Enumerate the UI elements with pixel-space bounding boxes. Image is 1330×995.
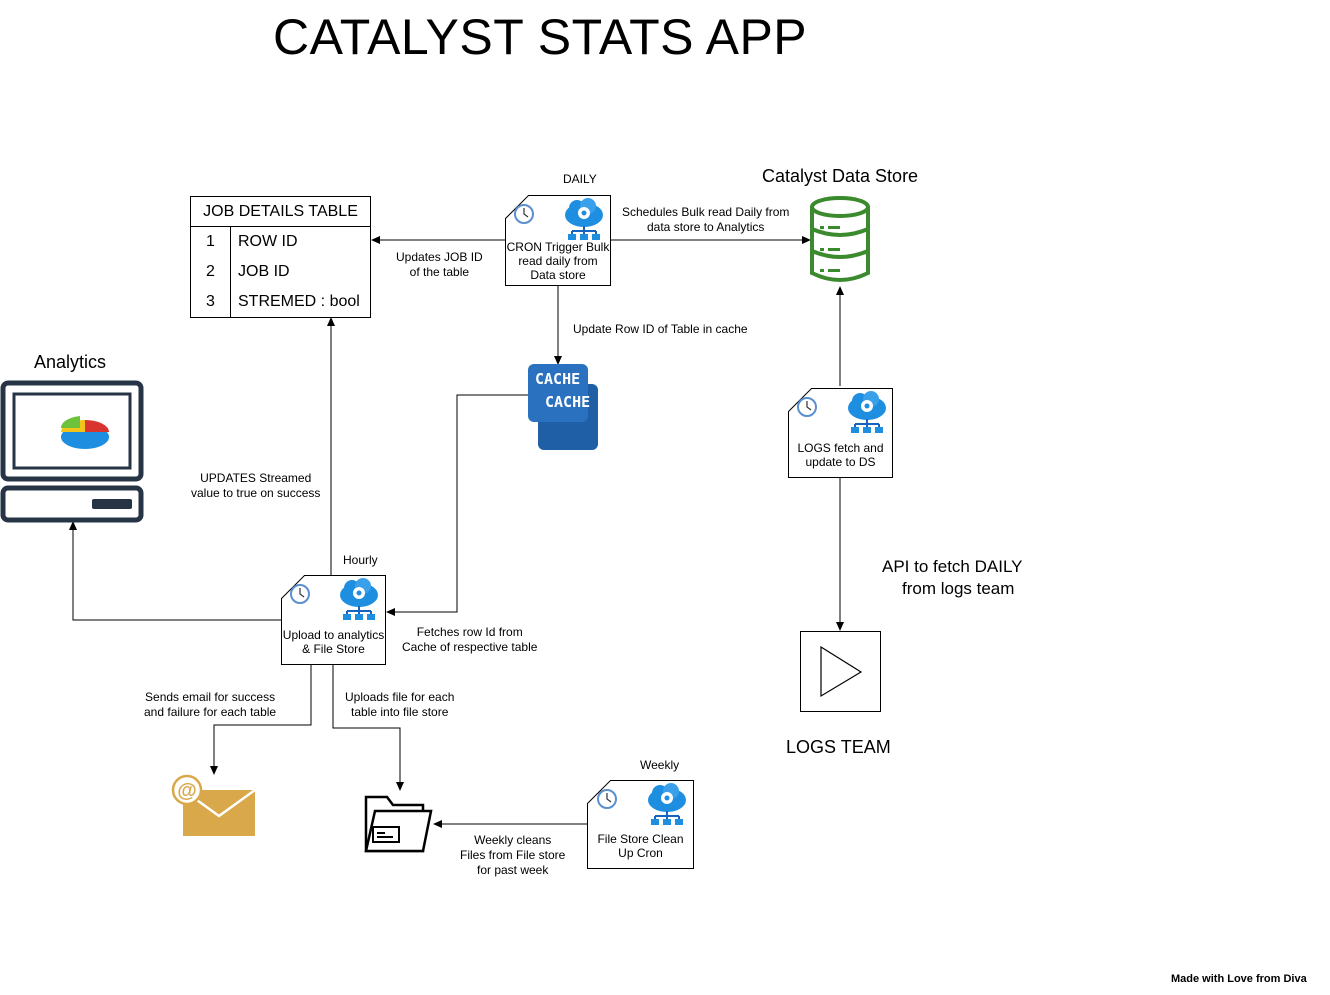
edge-label-weekly-cleans: Weekly cleans Files from File store for … xyxy=(460,833,565,878)
node-label-line: LOGS fetch and xyxy=(797,441,884,455)
clock-icon xyxy=(597,789,617,809)
edge-label-updates-streamed: UPDATES Streamed value to true on succes… xyxy=(191,471,320,501)
upload-tag: Hourly xyxy=(343,553,378,567)
edge-label-schedules-bulk: Schedules Bulk read Daily from data stor… xyxy=(622,205,789,235)
row-field: JOB ID xyxy=(238,263,290,280)
clock-icon xyxy=(290,584,310,604)
api-note: API to fetch DAILY from logs team xyxy=(882,556,1022,600)
node-label-line: & File Store xyxy=(302,642,365,656)
label-line: Sends email for success xyxy=(145,690,276,704)
row-number: 1 xyxy=(191,227,231,257)
node-label-line: CRON Trigger Bulk xyxy=(506,240,610,254)
footer-credit: Made with Love from Diva xyxy=(1171,973,1307,985)
node-label-line: Data store xyxy=(530,268,586,282)
email-icon: @ xyxy=(171,774,256,836)
label-line: Weekly cleans xyxy=(474,833,552,847)
label-line: of the table xyxy=(409,265,470,279)
node-label-line: update to DS xyxy=(805,455,876,469)
edge-label-uploads-file: Uploads file for each table into file st… xyxy=(345,690,454,720)
logs-team-heading: LOGS TEAM xyxy=(786,737,891,757)
label-line: data store to Analytics xyxy=(647,220,765,234)
table-header: JOB DETAILS TABLE xyxy=(191,197,370,227)
database-icon xyxy=(810,196,870,282)
job-details-table: JOB DETAILS TABLE 1 ROW ID 2 JOB ID 3 ST… xyxy=(190,196,371,318)
analytics-heading: Analytics xyxy=(34,352,107,372)
label-line: Fetches row Id from xyxy=(416,625,523,639)
data-store-heading: Catalyst Data Store xyxy=(762,166,919,186)
edge-label-updates-job-id: Updates JOB ID of the table xyxy=(396,250,483,280)
table-row: 3 STREMED : bool xyxy=(191,287,370,317)
label-line: value to true on success xyxy=(191,486,321,500)
node-corner-line xyxy=(587,780,612,805)
edge-label-sends-email: Sends email for success and failure for … xyxy=(144,690,276,720)
node-label-line: File Store Clean xyxy=(597,832,684,846)
label-line: Uploads file for each xyxy=(345,690,455,704)
edge-cache-to-upload xyxy=(386,394,528,616)
table-row: 2 JOB ID xyxy=(191,257,370,287)
edge-upload-to-email xyxy=(210,664,312,775)
cache-icon: CACHE CACHE xyxy=(528,364,600,454)
label-line: UPDATES Streamed xyxy=(200,471,312,485)
node-label-line: Upload to analytics xyxy=(282,628,385,642)
node-label-line: read daily from xyxy=(518,254,598,268)
label-line: Schedules Bulk read Daily from xyxy=(622,205,790,219)
edge-label-fetches-row-id: Fetches row Id from Cache of respective … xyxy=(402,625,537,655)
logs-team-box[interactable] xyxy=(800,631,881,712)
row-number: 2 xyxy=(191,257,231,287)
edge-upload-to-filestore xyxy=(332,664,404,791)
label-line: Cache of respective table xyxy=(402,640,538,654)
page-title: CATALYST STATS APP xyxy=(273,9,808,65)
label-line: Files from File store xyxy=(460,848,566,862)
row-number: 3 xyxy=(191,287,231,317)
label-line: Updates JOB ID xyxy=(396,250,483,264)
label-line: and failure for each table xyxy=(144,705,277,719)
cache-front-block xyxy=(528,364,588,422)
cron-daily-tag: DAILY xyxy=(563,172,597,186)
edge-upload-to-analytics xyxy=(69,521,281,621)
cache-label: CACHE xyxy=(535,370,581,388)
row-field: STREMED : bool xyxy=(238,293,360,310)
monitor-pie-chart-icon xyxy=(0,380,144,523)
cache-label: CACHE xyxy=(545,393,591,411)
cleanup-tag: Weekly xyxy=(640,758,680,772)
cloud-gear-icon xyxy=(848,391,886,433)
cloud-gear-icon xyxy=(565,198,603,240)
svg-text:@: @ xyxy=(177,780,197,802)
cloud-gear-icon xyxy=(340,578,378,620)
edge-label-update-row-id: Update Row ID of Table in cache xyxy=(573,322,748,336)
api-note-line: from logs team xyxy=(902,579,1015,598)
label-line: table into file store xyxy=(351,705,449,719)
clock-icon xyxy=(797,397,817,417)
play-icon xyxy=(820,645,863,698)
table-row: 1 ROW ID xyxy=(191,227,370,257)
api-note-line: API to fetch DAILY xyxy=(882,557,1023,576)
folder-icon xyxy=(364,795,433,853)
cloud-gear-icon xyxy=(648,783,686,825)
clock-icon xyxy=(514,204,534,224)
label-line: for past week xyxy=(476,863,549,877)
node-label-line: Up Cron xyxy=(618,846,663,860)
row-field: ROW ID xyxy=(238,233,298,250)
